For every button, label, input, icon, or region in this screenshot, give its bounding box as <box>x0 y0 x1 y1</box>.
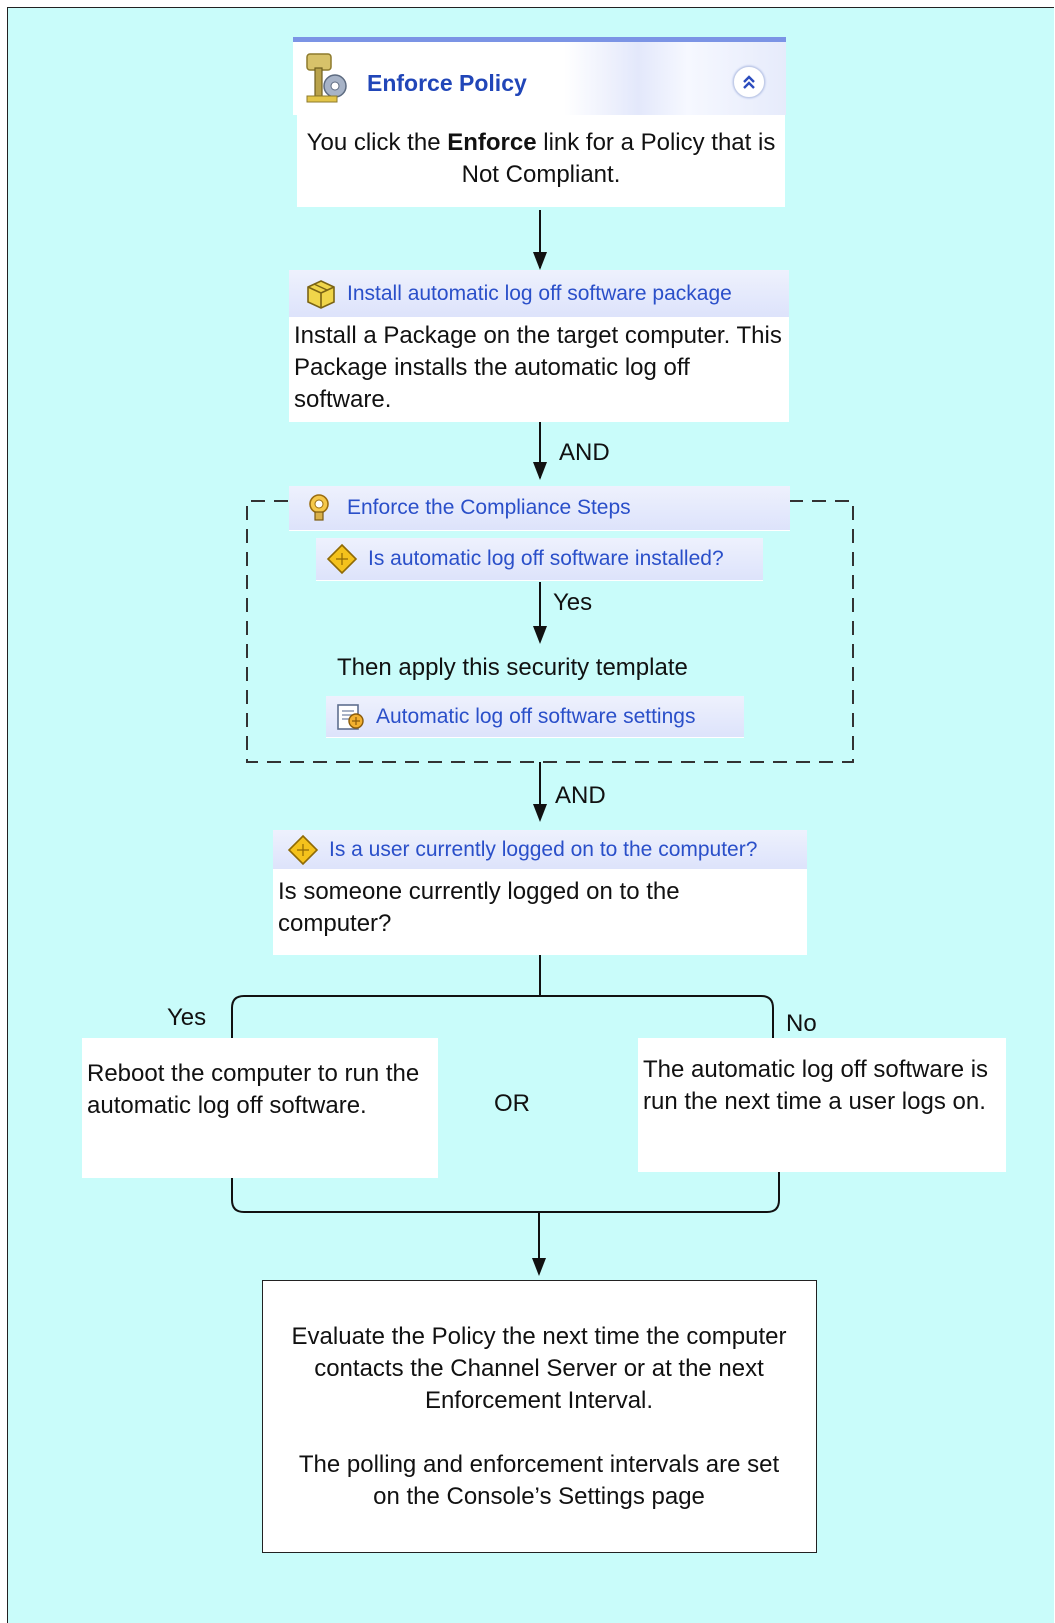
enforce-policy-title: Enforce Policy <box>367 70 527 96</box>
evaluate-card: Evaluate the Policy the next time the co… <box>262 1280 817 1553</box>
package-icon <box>305 278 337 310</box>
install-package-card: Install automatic log off software packa… <box>289 270 789 422</box>
user-check-card: Is a user currently logged on to the com… <box>273 830 807 955</box>
compliance-steps-link: Enforce the Compliance Steps <box>347 496 631 519</box>
evaluate-description-1: Evaluate the Policy the next time the co… <box>291 1323 787 1414</box>
wrench-gear-icon <box>301 46 353 108</box>
user-check-header[interactable]: Is a user currently logged on to the com… <box>273 830 807 870</box>
next-logon-card: The automatic log off software is run th… <box>638 1038 1006 1172</box>
install-package-header[interactable]: Install automatic log off software packa… <box>289 270 789 318</box>
yes-label-inner: Yes <box>553 589 593 616</box>
enforce-link-label: Enforce <box>447 129 537 156</box>
enforce-policy-description: You click the Enforce link for a Policy … <box>297 127 785 191</box>
diamond-condition-icon <box>326 543 358 575</box>
security-template-link[interactable]: Automatic log off software settings <box>326 696 744 738</box>
install-package-link: Install automatic log off software packa… <box>347 281 732 305</box>
security-template-icon <box>334 701 366 733</box>
enforce-policy-body: You click the Enforce link for a Policy … <box>297 115 785 207</box>
description-suffix: link for a Policy that is Not Compliant. <box>461 129 776 188</box>
no-label-branch: No <box>786 1010 817 1037</box>
chevron-up-double-icon[interactable] <box>733 66 765 98</box>
description-prefix: You click the <box>306 129 448 156</box>
next-logon-description: The automatic log off software is run th… <box>643 1056 989 1115</box>
user-check-description: Is someone currently logged on to the co… <box>278 878 680 937</box>
then-apply-text: Then apply this security template <box>337 654 688 681</box>
compliance-steps-header[interactable]: Enforce the Compliance Steps <box>289 486 790 531</box>
and-label-1: AND <box>559 439 610 466</box>
diamond-condition-icon <box>287 834 319 866</box>
or-label: OR <box>494 1090 530 1117</box>
enforce-policy-titlebar: Enforce Policy <box>293 37 786 115</box>
reboot-description: Reboot the computer to run the automatic… <box>87 1060 420 1119</box>
condition-software-installed[interactable]: Is automatic log off software installed? <box>316 538 763 581</box>
security-template-label: Automatic log off software settings <box>376 704 696 728</box>
user-check-link: Is a user currently logged on to the com… <box>329 837 758 861</box>
reboot-card: Reboot the computer to run the automatic… <box>82 1038 438 1178</box>
evaluate-description-2: The polling and enforcement intervals ar… <box>298 1451 780 1510</box>
lightbulb-icon <box>305 492 337 524</box>
condition-software-installed-label: Is automatic log off software installed? <box>368 547 724 570</box>
install-package-description: Install a Package on the target computer… <box>294 322 782 413</box>
yes-label-branch: Yes <box>167 1004 207 1031</box>
and-label-2: AND <box>555 782 606 809</box>
